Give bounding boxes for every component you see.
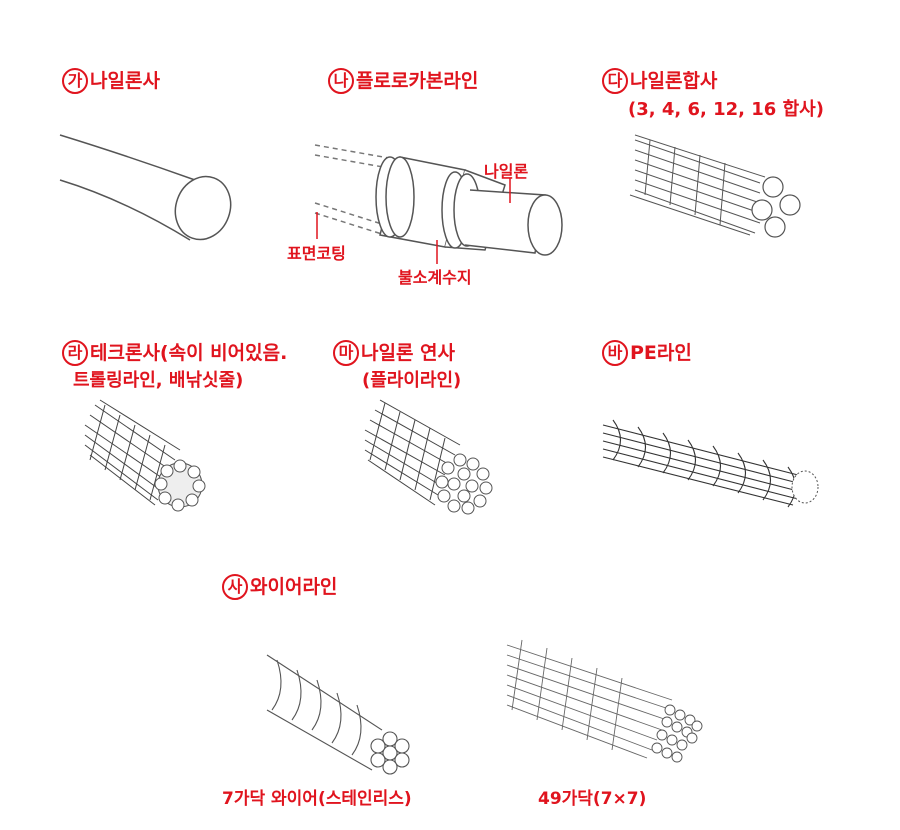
nylon-line-illustration bbox=[59, 134, 232, 241]
label-surface-coating: 표면코팅 bbox=[287, 244, 346, 263]
item-title-fluorocarbon: 나 플로로카본라인 bbox=[328, 68, 478, 94]
pe-line-illustration bbox=[602, 419, 819, 508]
item-title-nylon-braid: 다 나일론합사 bbox=[602, 68, 717, 94]
item-subtitle-dacron: 트롤링라인, 배낚싯줄) bbox=[73, 370, 244, 391]
badge-ma: 마 bbox=[333, 340, 359, 366]
badge-ba: 바 bbox=[602, 340, 628, 366]
item-title-dacron: 라 테크론사(속이 비어있음. bbox=[62, 340, 287, 366]
nylon-braid-illustration bbox=[629, 134, 801, 238]
badge-na: 나 bbox=[328, 68, 354, 94]
wire-49-strand-illustration bbox=[506, 639, 703, 763]
item-subtitle-nylon-twist: (플라이라인) bbox=[362, 370, 462, 391]
badge-sa: 사 bbox=[222, 574, 248, 600]
label-line-core bbox=[509, 178, 511, 203]
badge-ra: 라 bbox=[62, 340, 88, 366]
label-line-resin bbox=[436, 240, 438, 264]
item-title-nylon: 가 나일론사 bbox=[62, 68, 160, 94]
fluorocarbon-line-illustration bbox=[314, 144, 563, 256]
item-title-wire-line: 사 와이어라인 bbox=[222, 574, 337, 600]
title-text: 나일론합사 bbox=[630, 70, 718, 92]
title-text: 나일론 연사 bbox=[361, 342, 456, 364]
caption-7-strand: 7가닥 와이어(스테인리스) bbox=[222, 789, 412, 809]
item-subtitle-nylon-braid: (3, 4, 6, 12, 16 합사) bbox=[628, 99, 824, 120]
title-text: 플로로카본라인 bbox=[356, 70, 479, 92]
item-title-pe-line: 바 PE라인 bbox=[602, 340, 692, 366]
title-text: 나일론사 bbox=[90, 70, 160, 92]
dacron-line-illustration bbox=[84, 399, 206, 512]
nylon-twist-illustration bbox=[364, 399, 493, 515]
title-text: 와이어라인 bbox=[250, 576, 338, 598]
label-line-coating bbox=[316, 212, 318, 239]
label-fluoro-resin: 불소계수지 bbox=[398, 268, 472, 287]
badge-da: 다 bbox=[602, 68, 628, 94]
title-text: PE라인 bbox=[630, 342, 692, 364]
caption-49-strand: 49가닥(7×7) bbox=[538, 789, 647, 809]
badge-ga: 가 bbox=[62, 68, 88, 94]
wire-7-strand-illustration bbox=[266, 654, 410, 775]
title-text: 테크론사(속이 비어있음. bbox=[90, 342, 288, 364]
label-nylon-core: 나일론 bbox=[484, 162, 529, 181]
item-title-nylon-twist: 마 나일론 연사 bbox=[333, 340, 455, 366]
